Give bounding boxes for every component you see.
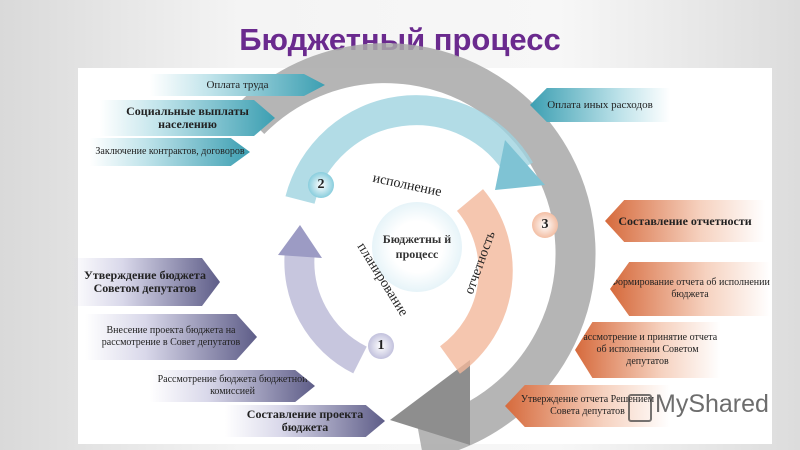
execution-item: Социальные выплаты населению (100, 100, 275, 136)
stage-badge-3: 3 (532, 212, 558, 238)
planning-item: Рассмотрение бюджета бюджетной комиссией (150, 370, 315, 402)
execution-item: Оплата труда (150, 74, 325, 96)
stage-badge-1: 1 (368, 333, 394, 359)
outer-gray-ring (235, 43, 596, 450)
planning-arrowhead (278, 225, 322, 258)
planning-arc (284, 248, 368, 374)
watermark-logo-icon (628, 394, 652, 422)
execution-item: Заключение контрактов, договоров (90, 138, 250, 166)
execution-arrowhead (495, 140, 545, 190)
planning-item: Составление проекта бюджета (225, 405, 385, 437)
execution-arc (285, 95, 533, 205)
planning-item: Внесение проекта бюджета на рассмотрение… (85, 314, 257, 360)
watermark: MyShared (655, 390, 769, 418)
reporting-item: Составление отчетности (605, 200, 765, 242)
reporting-arc (439, 189, 513, 374)
ring-arrowhead (390, 360, 470, 445)
execution-item: Оплата иных расходов (530, 88, 670, 122)
stage-badge-2: 2 (308, 172, 334, 198)
planning-item: Утверждение бюджета Советом депутатов (70, 258, 220, 306)
reporting-item: Формирование отчета об исполнении бюджет… (610, 262, 770, 316)
center-label: Бюджетны й процесс (372, 202, 462, 292)
reporting-item: Рассмотрение и принятие отчета об исполн… (575, 322, 720, 378)
